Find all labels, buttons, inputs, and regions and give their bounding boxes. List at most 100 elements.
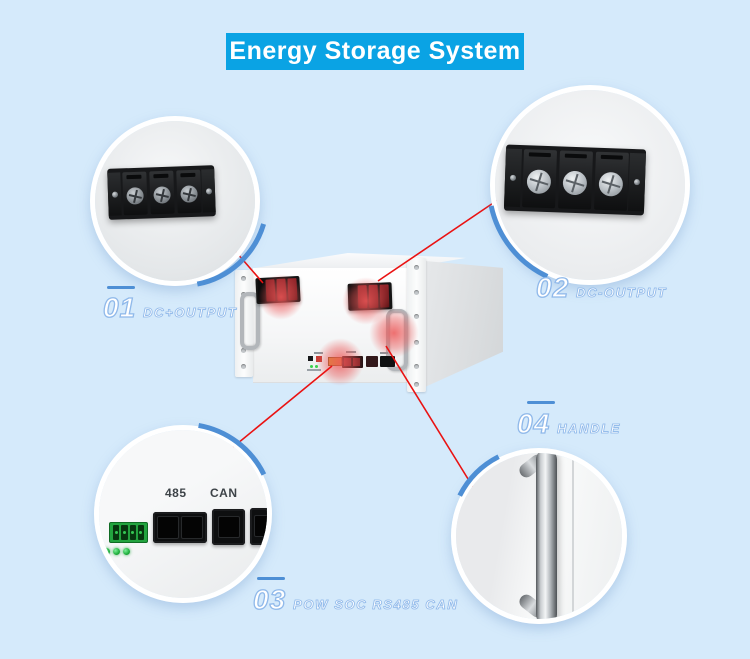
screw-icon [509,174,517,181]
terminal-mount [257,279,266,303]
screw-icon [633,179,641,186]
screw-icon [595,169,626,200]
terminal-pole [121,171,148,216]
terminal-pole [276,278,287,302]
led-icon [103,548,110,555]
tiny-label [307,369,321,371]
led-icon [123,548,130,555]
led-icon [310,365,313,368]
port-opening [181,516,203,539]
terminal-pole [357,285,368,309]
detail-circle-dc-minus [490,85,690,285]
terminal-end-tab [627,152,646,212]
screw-hole-icon [414,364,419,369]
screw-hole-icon [414,290,419,295]
screw-hole-icon [414,314,419,319]
detail-photo-dc-minus [495,90,685,280]
screw-icon [523,167,554,198]
callout-label-02: 02 DC-OUTPUT [535,272,668,303]
callout-caption: DC+OUTPUT [143,305,238,320]
port-icon [342,356,363,368]
label-tick-04 [527,401,555,404]
screw-icon [559,168,590,199]
terminal-block-closeup [107,165,216,220]
screw-hole-icon [414,265,419,270]
screw-icon [205,187,212,194]
unit-side-face [425,261,503,387]
title-banner: Energy Storage System [226,33,524,70]
detail-circle-comms: 485 CAN [94,425,272,603]
can-port-icon [212,509,245,545]
page-title: Energy Storage System [229,37,521,65]
terminal-pole [265,279,276,302]
port-label-can: CAN [210,486,238,500]
chrome-handle-closeup [536,453,557,619]
terminal-pole [379,284,390,308]
port-label-485: 485 [165,486,187,500]
terminal-pin [137,525,144,540]
terminal-end-tab [201,169,216,213]
terminal-pole [148,170,175,215]
terminal-pole [368,284,379,309]
screw-icon [151,184,172,206]
callout-number: 02 [535,272,570,303]
comms-strip [306,348,398,372]
screw-icon [178,183,199,205]
detail-circle-dc-plus [90,116,260,286]
green-terminal-icon [109,522,148,543]
switch-icon [308,356,313,361]
callout-number: 04 [516,408,551,439]
terminal-pole [521,149,557,209]
callout-number: 01 [102,292,137,323]
port-opening [254,515,267,537]
screw-icon [124,185,145,207]
dc-minus-terminal [347,282,393,311]
terminal-pole [593,151,629,211]
detail-photo-comms: 485 CAN [99,430,267,598]
screw-hole-icon [414,382,419,387]
screw-hole-icon [241,364,246,369]
led-icon [113,548,120,555]
port-opening [353,358,360,366]
callout-label-04: 04 HANDLE [516,408,621,439]
tiny-label [380,352,388,354]
port-opening [218,516,240,538]
detail-photo-handle [456,453,622,619]
terminal-pole [287,278,298,301]
terminal-pole [175,169,202,214]
tiny-label [346,351,356,353]
terminal-pin [121,525,128,540]
front-handle-left [240,292,260,350]
rack-ear-right [407,258,426,392]
callout-label-03: 03 POW SOC RS485 CAN [252,584,459,615]
callout-number: 03 [252,584,287,615]
port-opening [157,516,179,539]
led-icon [315,365,318,368]
button-icon [316,356,322,362]
port-opening [344,358,351,366]
detail-circle-handle [451,448,627,624]
callout-caption: HANDLE [557,421,621,436]
label-tick-01 [107,286,135,289]
rs485-port-icon [153,512,207,543]
extra-port-icon [250,508,267,545]
screw-hole-icon [241,276,246,281]
screw-icon [111,191,118,198]
callout-caption: POW SOC RS485 CAN [293,597,459,612]
terminal-pole [557,150,593,210]
port-icon [380,356,395,367]
detail-photo-dc-plus [95,121,255,281]
label-tick-03 [257,577,285,580]
dc-plus-terminal [255,275,301,305]
terminal-block-closeup [503,144,647,216]
terminal-end-tab [107,172,122,216]
terminal-mount [349,285,358,309]
terminal-end-tab [504,148,523,208]
screw-hole-icon [414,340,419,345]
callout-caption: DC-OUTPUT [576,285,668,300]
panel-seam [572,453,574,619]
port-icon [366,356,378,367]
screw-hole-icon [241,348,246,353]
connector-icon [328,357,342,366]
